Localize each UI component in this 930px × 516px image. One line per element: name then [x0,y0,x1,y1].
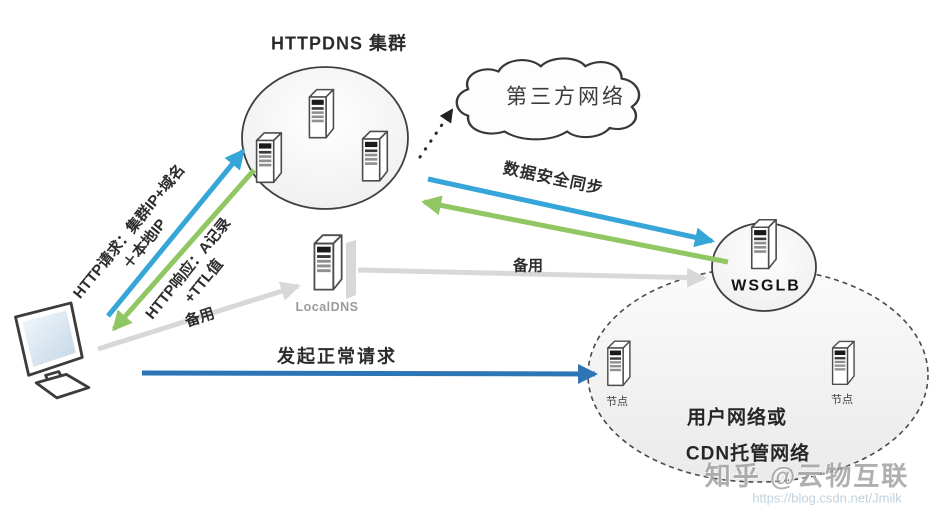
cloud-icon [455,57,641,141]
arrow-dotted-thirdparty [418,108,454,159]
server-tower-icon [255,132,283,184]
localdns-label: LocalDNS [295,299,359,314]
localdns-group [313,234,356,299]
arrow-http-response [112,168,256,332]
httpdns-cluster-group [241,66,409,210]
server-tower-icon [750,218,777,270]
arrow-http-request [106,148,245,318]
watermark-url: https://blog.csdn.net/Jmilk [752,490,902,506]
arrow-data-sync-to-cluster [421,195,729,265]
cluster-title: HTTPDNS 集群 [271,33,407,54]
watermark-author: 知乎 @云物互联 [704,461,910,492]
server-tower-icon [361,130,389,182]
server-tower-icon [831,340,855,386]
cloud-label: 第三方网络 [506,85,626,109]
node-right-label: 节点 [831,393,853,406]
backup-wsglb-label: 备用 [512,257,544,275]
arrow-backup-localdns [97,281,301,352]
wsglb-label: WSGLB [731,277,801,295]
normal-request-label: 发起正常请求 [277,346,397,367]
arrow-backup-wsglb [357,267,707,288]
wsglb-group [711,218,817,312]
node-left-label: 节点 [606,395,628,408]
server-tower-icon [313,234,343,291]
server-shadow [346,240,356,299]
arrow-data-sync-to-wsglb [427,176,715,248]
network-label-line2: CDN托管网络 [685,443,811,465]
server-tower-icon [308,88,335,139]
arrow-normal-request [141,363,598,384]
server-tower-icon [607,340,631,387]
network-label-line1: 用户网络或 [686,407,788,429]
desktop-monitor-icon [14,301,91,400]
